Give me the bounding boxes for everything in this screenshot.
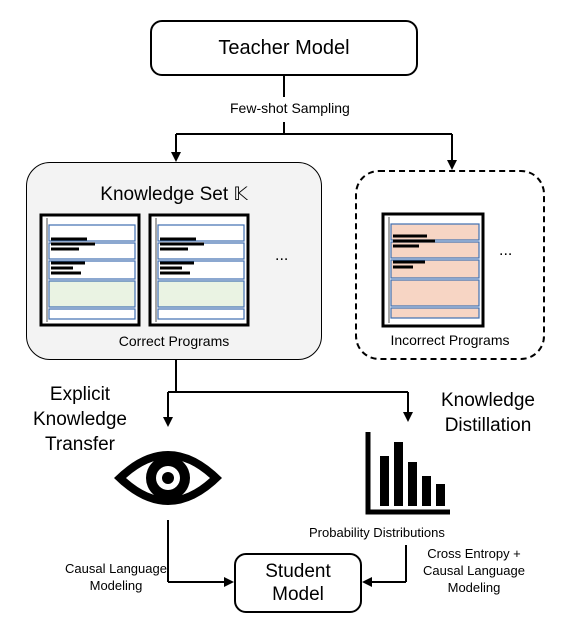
explicit-knowledge-transfer-label: Explicit Knowledge Transfer (32, 384, 128, 455)
few-shot-sampling-label: Few-shot Sampling (230, 100, 350, 116)
code-document-icon (148, 213, 250, 327)
incorrect-programs-ellipsis: ... (499, 242, 513, 259)
eye-icon (114, 451, 222, 505)
student-model-box: Student Model (234, 553, 362, 613)
bar-chart-icon (365, 432, 450, 515)
teacher-model-box: Teacher Model (150, 20, 418, 76)
probability-distributions-label: Probability Distributions (309, 525, 445, 540)
teacher-model-label: Teacher Model (218, 36, 350, 59)
knowledge-distillation-label: Knowledge Distillation (440, 390, 536, 436)
code-document-icon (39, 213, 141, 327)
correct-program-documents (39, 213, 250, 327)
knowledge-set-title: Knowledge Set 𝕂 (100, 184, 248, 205)
ce-causal-lm-label: Cross Entropy + Causal Language Modeling (423, 546, 525, 595)
correct-programs-ellipsis: ... (275, 247, 289, 264)
knowledge-set-panel: Knowledge Set 𝕂 (26, 162, 322, 360)
incorrect-programs-label: Incorrect Programs (390, 332, 510, 348)
code-document-icon (381, 212, 485, 328)
incorrect-programs-panel: ... Incorrect Programs (355, 170, 545, 360)
correct-programs-label: Correct Programs (118, 333, 230, 349)
causal-lm-label: Causal Language Modeling (65, 561, 167, 593)
incorrect-program-document (381, 212, 485, 328)
